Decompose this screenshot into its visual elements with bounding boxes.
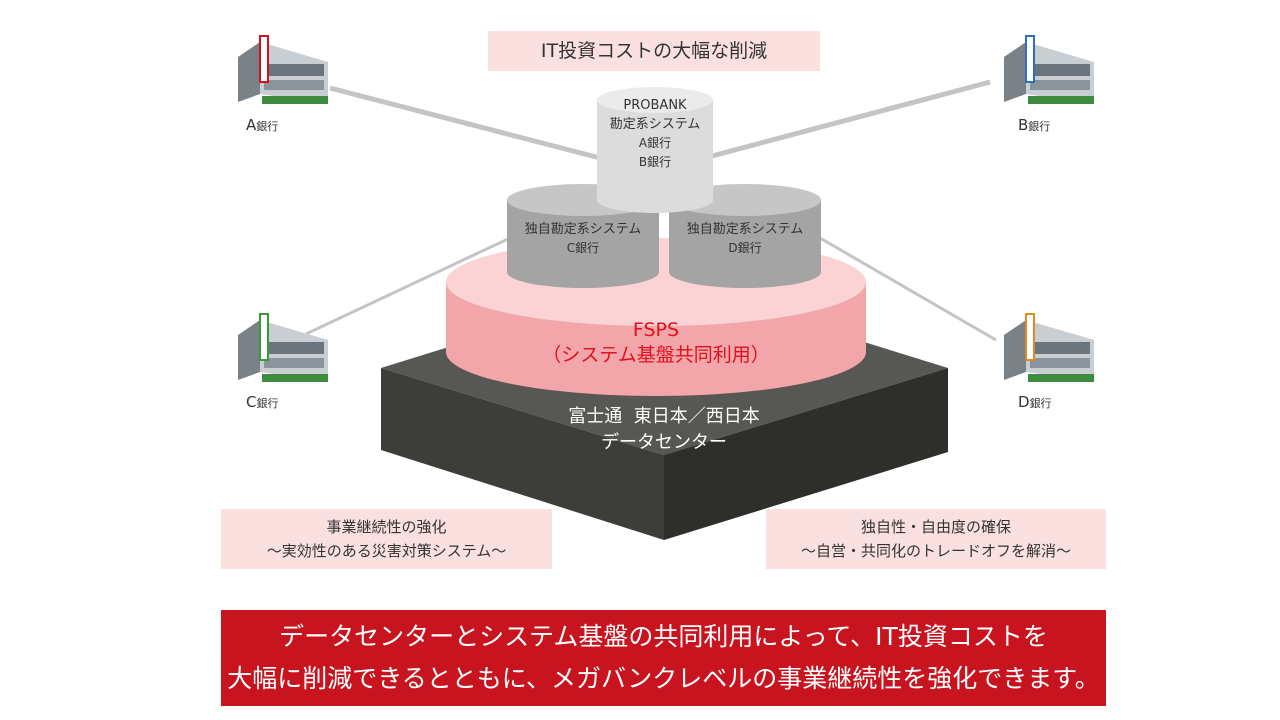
datacenter-type: データセンター bbox=[601, 432, 727, 453]
fsps-subtitle: （システム基盤共同利用） bbox=[542, 344, 770, 366]
cylinder-d-bank: D銀行 bbox=[728, 241, 762, 255]
independence-box: 独自性・自由度の確保 ～自営・共同化のトレードオフを解消～ bbox=[766, 509, 1106, 569]
cylinder-c-label: 独自勘定系システム C銀行 bbox=[505, 221, 661, 257]
probank-bank-b: B銀行 bbox=[638, 155, 672, 169]
independence-subtitle: ～自営・共同化のトレードオフを解消～ bbox=[800, 542, 1071, 560]
bank-a-suffix: 銀行 bbox=[256, 120, 279, 133]
fsps-label: FSPS （システム基盤共同利用） bbox=[496, 318, 816, 368]
bank-a-caption: A銀行 bbox=[246, 116, 278, 134]
bank-d-caption: D銀行 bbox=[1018, 393, 1052, 411]
fsps-title: FSPS bbox=[632, 319, 680, 341]
probank-label: PROBANK 勘定系システム A銀行 B銀行 bbox=[597, 96, 713, 172]
cost-reduction-box: IT投資コストの大幅な削減 bbox=[488, 31, 820, 71]
link-b bbox=[711, 79, 991, 159]
link-d bbox=[819, 236, 997, 342]
link-c bbox=[305, 236, 511, 336]
summary-banner: データセンターとシステム基盤の共同利用によって、IT投資コストを 大幅に削減でき… bbox=[221, 610, 1106, 706]
business-continuity-title: 事業継続性の強化 bbox=[326, 518, 447, 536]
link-a bbox=[329, 85, 601, 161]
bank-c-suffix: 銀行 bbox=[256, 397, 279, 410]
bank-d-suffix: 銀行 bbox=[1029, 397, 1052, 410]
summary-line-2: 大幅に削減できるとともに、メガバンクレベルの事業継続性を強化できます。 bbox=[227, 664, 1100, 693]
datacenter-name: 富士通 東日本／西日本 bbox=[568, 406, 760, 427]
probank-system: 勘定系システム bbox=[609, 117, 701, 132]
bank-b-caption: B銀行 bbox=[1018, 116, 1050, 134]
cylinder-probank bbox=[597, 87, 713, 213]
cylinder-c-system: 独自勘定系システム bbox=[524, 222, 642, 237]
building-d-icon bbox=[1004, 313, 1094, 382]
cost-reduction-label: IT投資コストの大幅な削減 bbox=[540, 40, 768, 62]
bank-c-letter: C bbox=[246, 393, 257, 411]
cylinder-d bbox=[669, 184, 821, 288]
probank-name: PROBANK bbox=[623, 98, 687, 113]
bank-b-suffix: 銀行 bbox=[1028, 120, 1051, 133]
probank-bank-a: A銀行 bbox=[638, 136, 672, 150]
bank-a-letter: A bbox=[246, 116, 257, 134]
building-c-icon bbox=[238, 313, 328, 382]
bank-d-letter: D bbox=[1018, 393, 1030, 411]
summary-line-1: データセンターとシステム基盤の共同利用によって、IT投資コストを bbox=[279, 622, 1048, 651]
cylinder-d-system: 独自勘定系システム bbox=[686, 222, 804, 237]
building-b-icon bbox=[1004, 35, 1094, 104]
datacenter-label: 富士通 東日本／西日本 データセンター bbox=[520, 404, 808, 456]
cylinder-c-bank: C銀行 bbox=[566, 241, 600, 255]
business-continuity-subtitle: ～実効性のある災害対策システム～ bbox=[266, 542, 507, 560]
independence-title: 独自性・自由度の確保 bbox=[860, 518, 1011, 536]
cylinder-d-label: 独自勘定系システム D銀行 bbox=[667, 221, 823, 257]
bank-b-letter: B bbox=[1018, 116, 1029, 134]
building-a-icon bbox=[238, 35, 328, 104]
business-continuity-box: 事業継続性の強化 ～実効性のある災害対策システム～ bbox=[221, 509, 552, 569]
bank-c-caption: C銀行 bbox=[246, 393, 278, 411]
